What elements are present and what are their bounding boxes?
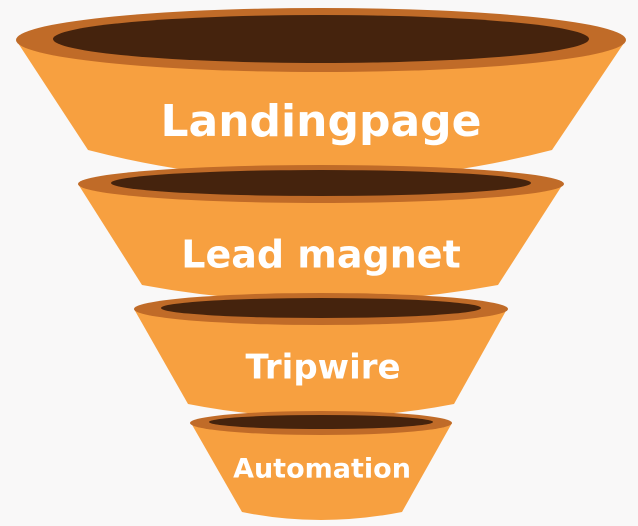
funnel-stage-lead-magnet: Lead magnet	[78, 165, 564, 302]
stage-4-body	[191, 423, 452, 520]
funnel-stage-automation: Automation	[190, 411, 452, 520]
funnel-stage-landingpage: Landingpage	[16, 8, 626, 180]
stage-3-body	[134, 309, 507, 417]
stage-1-body	[16, 40, 626, 180]
stage-4-opening	[209, 415, 433, 429]
stage-3-label: Tripwire	[245, 348, 400, 388]
stage-1-label: Landingpage	[161, 96, 482, 147]
stage-2-body	[78, 184, 563, 302]
stage-4-label: Automation	[233, 454, 411, 485]
stage-1-opening	[53, 15, 589, 63]
stage-2-opening	[111, 170, 531, 196]
stage-2-label: Lead magnet	[181, 233, 461, 277]
funnel-stage-tripwire: Tripwire	[134, 293, 508, 417]
stage-3-opening	[161, 298, 481, 318]
